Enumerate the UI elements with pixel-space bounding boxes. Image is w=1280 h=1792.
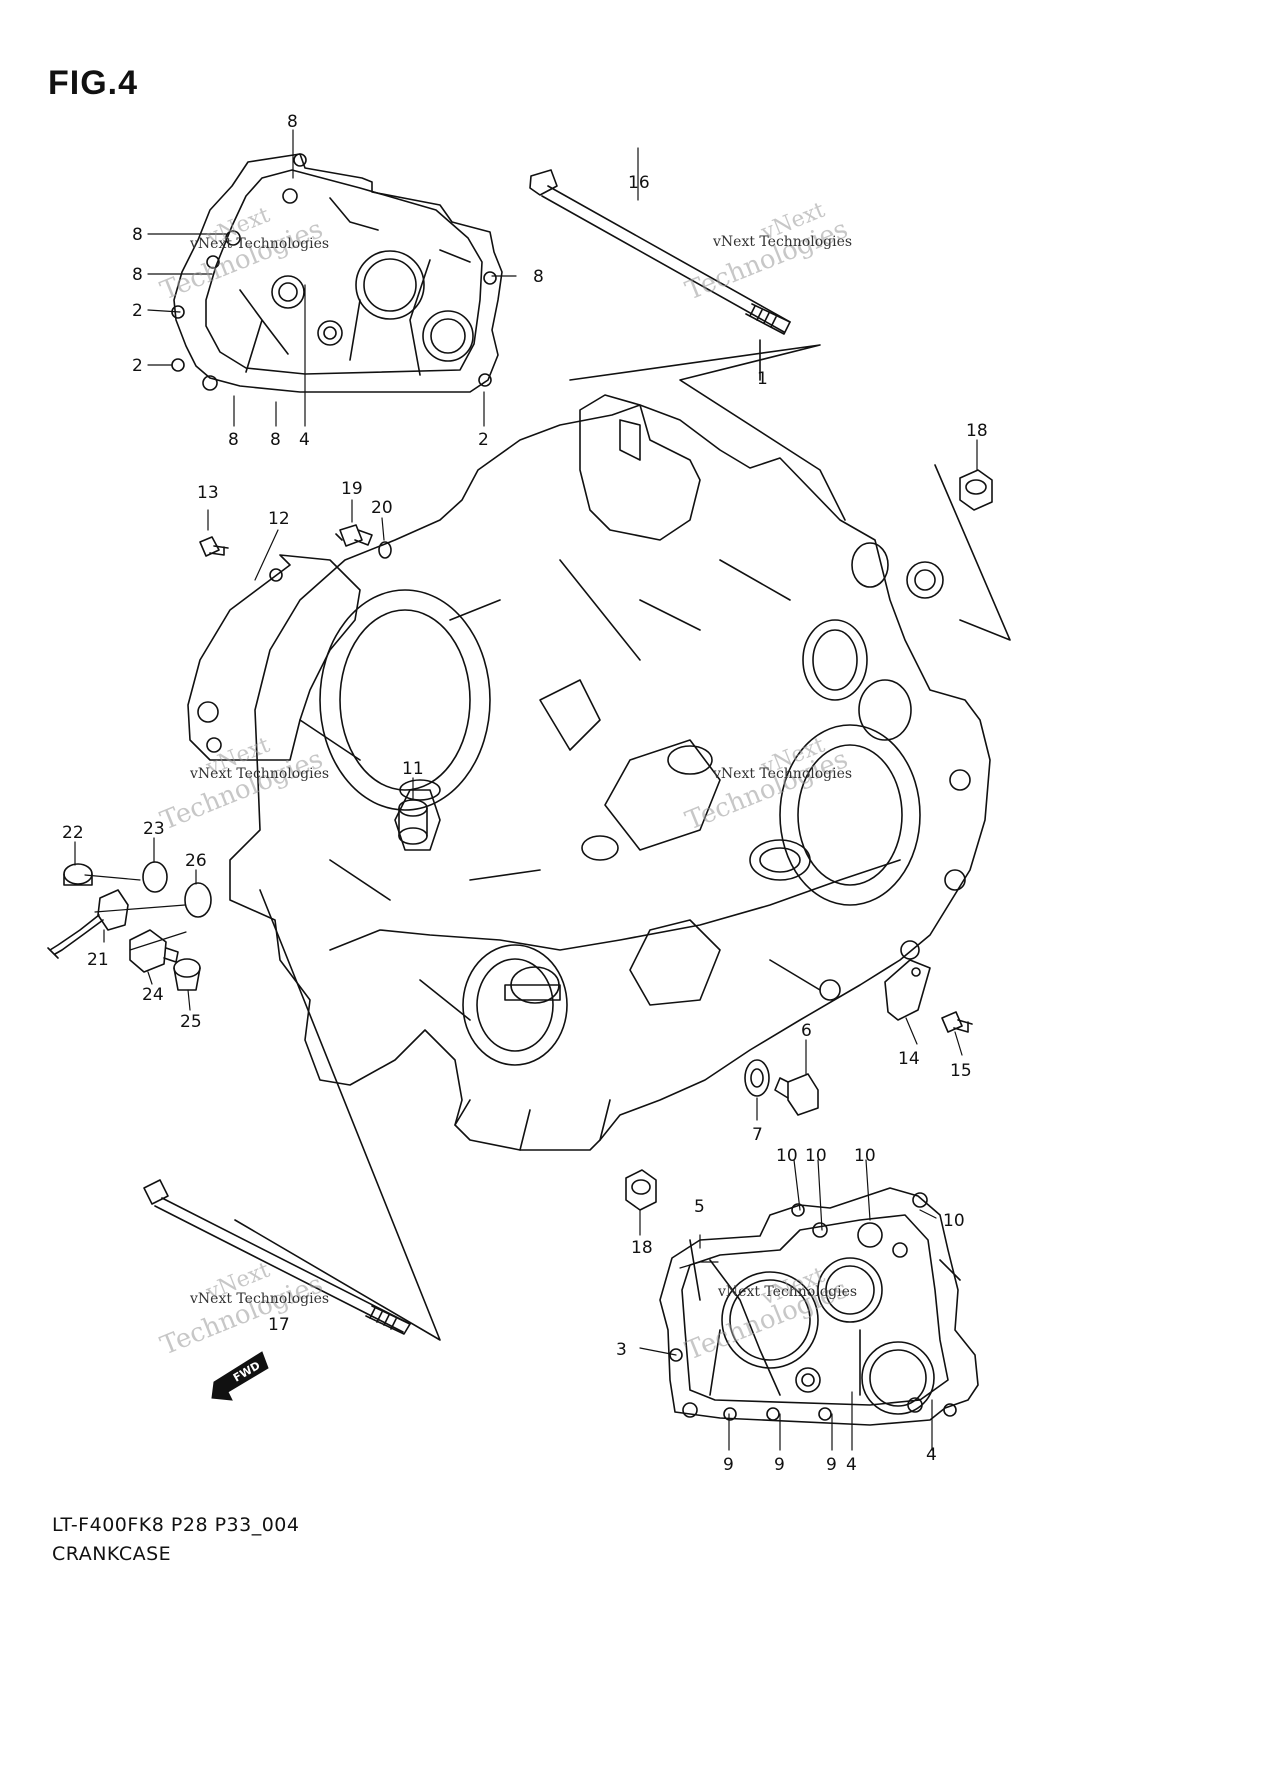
callout-10: 10 (776, 1146, 798, 1166)
plate-14 (884, 959, 931, 1021)
bolt-13 (199, 536, 229, 557)
callout-18: 18 (631, 1238, 653, 1258)
callouts: 8 8 8 8 2 2 8 8 4 2 16 1 18 13 12 19 20 … (62, 112, 988, 1475)
o-ring-26 (184, 882, 212, 918)
callout-13: 13 (197, 483, 219, 503)
callout-17: 17 (268, 1315, 290, 1335)
callout-19: 19 (341, 479, 363, 499)
drain-plug-6 (774, 1073, 819, 1116)
leader-lines (74, 129, 978, 1451)
figure-title: FIG.4 (48, 64, 139, 102)
callout-16: 16 (628, 173, 650, 193)
fwd-arrow-icon: FWD (211, 1351, 269, 1401)
leader-1-bracket (569, 344, 846, 521)
callout-4: 4 (926, 1445, 937, 1465)
plug-25 (173, 958, 201, 991)
callout-12: 12 (268, 509, 290, 529)
callout-26: 26 (185, 851, 207, 871)
callout-2: 2 (132, 356, 143, 376)
svg-text:vNext Technologies: vNext Technologies (189, 766, 329, 782)
callout-10: 10 (854, 1146, 876, 1166)
callout-23: 23 (143, 819, 165, 839)
sensor-24 (129, 929, 179, 973)
svg-text:vNext Technologies: vNext Technologies (712, 234, 852, 250)
nut-18-top (959, 469, 993, 511)
sensor-19 (335, 524, 373, 547)
plug-22 (63, 863, 93, 886)
callout-7: 7 (752, 1125, 763, 1145)
callout-14: 14 (898, 1049, 920, 1069)
nut-18-bottom (625, 1169, 657, 1211)
watermarks: vNext Technologies vNext Technologies vN… (156, 198, 857, 1367)
callout-8: 8 (132, 225, 143, 245)
screw-15 (941, 1011, 973, 1033)
callout-1: 1 (757, 369, 768, 389)
stud-bolt-16 (529, 169, 791, 335)
callout-20: 20 (371, 498, 393, 518)
part-name-caption: CRANKCASE (52, 1543, 172, 1565)
callout-8: 8 (287, 112, 298, 132)
callout-9: 9 (826, 1455, 837, 1475)
stud-bolt-17 (143, 1179, 411, 1335)
o-ring-20 (378, 541, 392, 559)
callout-10: 10 (943, 1211, 965, 1231)
gasket-7 (744, 1059, 770, 1097)
sensor-21 (47, 889, 129, 959)
callout-8: 8 (132, 265, 143, 285)
callout-2: 2 (132, 301, 143, 321)
callout-8: 8 (270, 430, 281, 450)
callout-21: 21 (87, 950, 109, 970)
callout-22: 22 (62, 823, 84, 843)
model-code-caption: LT-F400FK8 P28 P33_004 (52, 1514, 300, 1536)
callout-8: 8 (533, 267, 544, 287)
svg-text:vNext Technologies: vNext Technologies (189, 236, 329, 252)
svg-text:vNext Technologies: vNext Technologies (712, 766, 852, 782)
callout-10: 10 (805, 1146, 827, 1166)
callout-15: 15 (950, 1061, 972, 1081)
callout-25: 25 (180, 1012, 202, 1032)
callout-2: 2 (478, 430, 489, 450)
callout-18: 18 (966, 421, 988, 441)
svg-text:vNext Technologies: vNext Technologies (717, 1284, 857, 1300)
callout-3: 3 (616, 1340, 627, 1360)
callout-9: 9 (774, 1455, 785, 1475)
left-crankcase-cover-view (171, 153, 503, 393)
callout-24: 24 (142, 985, 164, 1005)
callout-8: 8 (228, 430, 239, 450)
callout-5: 5 (694, 1197, 705, 1217)
callout-6: 6 (801, 1021, 812, 1041)
crankcase-main-assembly (187, 394, 991, 1151)
o-ring-23 (142, 861, 168, 893)
callout-9: 9 (723, 1455, 734, 1475)
callout-11: 11 (402, 759, 424, 779)
callout-4: 4 (846, 1455, 857, 1475)
callout-4: 4 (299, 430, 310, 450)
svg-text:vNext Technologies: vNext Technologies (189, 1291, 329, 1307)
dowel-11 (398, 799, 428, 845)
